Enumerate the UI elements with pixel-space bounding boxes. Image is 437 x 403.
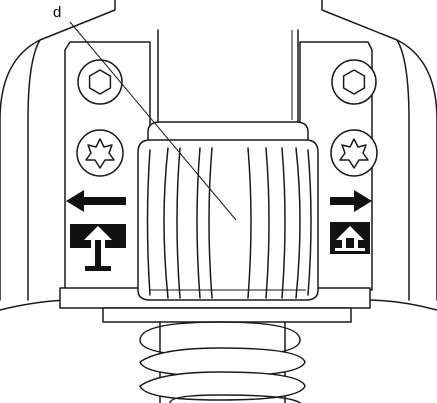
callout-d: d	[53, 4, 237, 221]
unlock-symbol-icon	[330, 222, 370, 254]
torx-screw-icon	[76, 129, 124, 177]
shaft	[157, 29, 299, 131]
hex-socket-screw-icon	[77, 59, 123, 105]
spring	[139, 321, 306, 403]
lock-symbol-icon	[70, 224, 126, 271]
hex-socket-screw-icon	[331, 59, 377, 105]
arrow-left-icon	[66, 190, 126, 212]
callout-label-d: d	[53, 4, 61, 21]
arrow-right-icon	[330, 190, 372, 212]
knurled-nut	[137, 121, 319, 301]
torx-screw-icon	[330, 129, 378, 177]
